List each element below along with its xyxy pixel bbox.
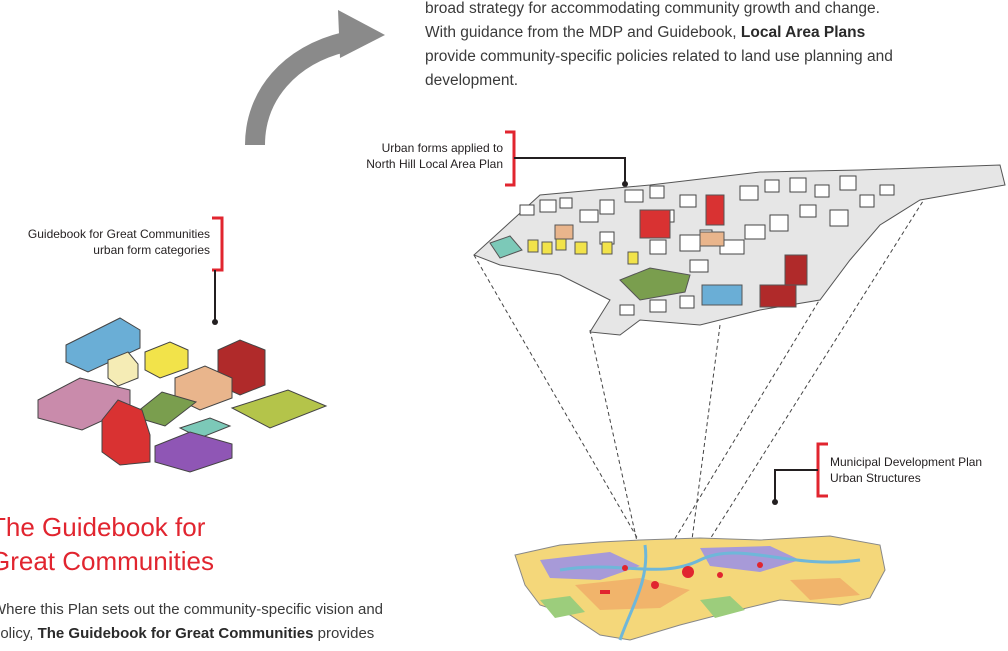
mdp-urban-structures-map [514, 535, 886, 641]
body-paragraph-line-1: Where this Plan sets out the community-s… [0, 601, 384, 618]
curved-arrow-icon [245, 10, 385, 146]
body-paragraph: Where this Plan sets out the community-s… [0, 598, 442, 646]
projection-lines [473, 189, 931, 561]
intro-line-1: broad strategy for accommodating communi… [425, 0, 880, 17]
body-paragraph-line-2-post: provides [317, 625, 375, 642]
callout-bracket-local-area-plan [505, 130, 628, 187]
intro-line-2-bold: Local Area Plans [740, 24, 866, 41]
intro-paragraph: broad strategy for accommodating communi… [425, 0, 985, 93]
callout-guidebook: Guidebook for Great Communities urban fo… [2, 226, 210, 258]
body-paragraph-line-2-bold: The Guidebook for Great Communities [37, 625, 314, 642]
intro-line-2: With guidance from the MDP and Guidebook… [425, 21, 985, 45]
section-heading-line-2: Great Communities [0, 546, 214, 576]
callout-guidebook-line-1: Guidebook for Great Communities [27, 227, 210, 241]
north-hill-urban-form-map [473, 164, 1006, 336]
body-paragraph-line-2: policy, The Guidebook for Great Communit… [0, 622, 442, 646]
callout-local-area-plan: Urban forms applied to North Hill Local … [345, 140, 503, 172]
callout-mdp-line-2: Urban Structures [830, 471, 921, 485]
intro-line-4: development. [425, 72, 519, 89]
callout-mdp-line-1: Municipal Development Plan [830, 455, 983, 469]
body-paragraph-line-2-pre: policy, [0, 625, 34, 642]
callout-local-area-plan-line-1: Urban forms applied to [381, 141, 503, 155]
section-heading: The Guidebook for Great Communities [0, 510, 290, 578]
callout-local-area-plan-line-2: North Hill Local Area Plan [366, 157, 503, 171]
callout-mdp: Municipal Development Plan Urban Structu… [830, 454, 1008, 486]
callout-bracket-mdp [772, 442, 828, 505]
intro-line-3: provide community-specific policies rela… [425, 48, 893, 65]
section-heading-line-1: The Guidebook for [0, 512, 206, 542]
callout-guidebook-line-2: urban form categories [93, 243, 210, 257]
callout-bracket-guidebook [212, 216, 224, 325]
intro-line-2-text: With guidance from the MDP and Guidebook… [425, 24, 737, 41]
guidebook-urban-form-blocks [37, 317, 328, 473]
